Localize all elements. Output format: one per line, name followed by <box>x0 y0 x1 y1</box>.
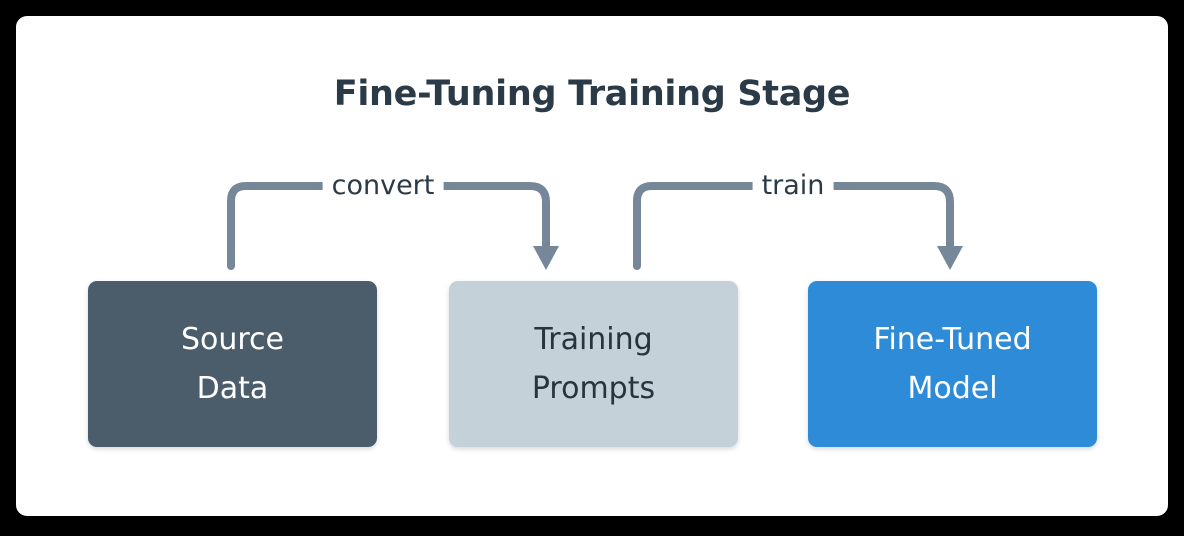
edge-layer <box>227 182 963 270</box>
edge-convert-path-right <box>429 182 550 250</box>
diagram-card: Fine-Tuning Training Stage convert train… <box>16 16 1168 516</box>
edge-train-path-right <box>827 182 954 250</box>
node-training-prompts-line-2: Prompts <box>531 371 656 406</box>
edge-train-arrowhead <box>937 246 963 270</box>
node-fine-tuned-model[interactable]: Fine-Tuned Model <box>808 281 1097 447</box>
edge-convert-arrowhead <box>533 246 559 270</box>
node-training-prompts-line-1: Training <box>534 322 653 357</box>
node-source-data-line-1: Source <box>180 322 285 357</box>
edge-label-convert: convert <box>322 171 444 201</box>
edge-train-path <box>633 182 760 270</box>
edge-label-train: train <box>752 171 834 201</box>
edge-convert-path <box>227 182 338 270</box>
page-title: Fine-Tuning Training Stage <box>333 74 851 114</box>
node-training-prompts[interactable]: Training Prompts <box>449 281 738 447</box>
node-source-data-line-2: Data <box>196 371 269 406</box>
node-fine-tuned-model-line-2: Model <box>907 371 998 406</box>
node-source-data[interactable]: Source Data <box>88 281 377 447</box>
node-fine-tuned-model-line-1: Fine-Tuned <box>873 322 1032 357</box>
